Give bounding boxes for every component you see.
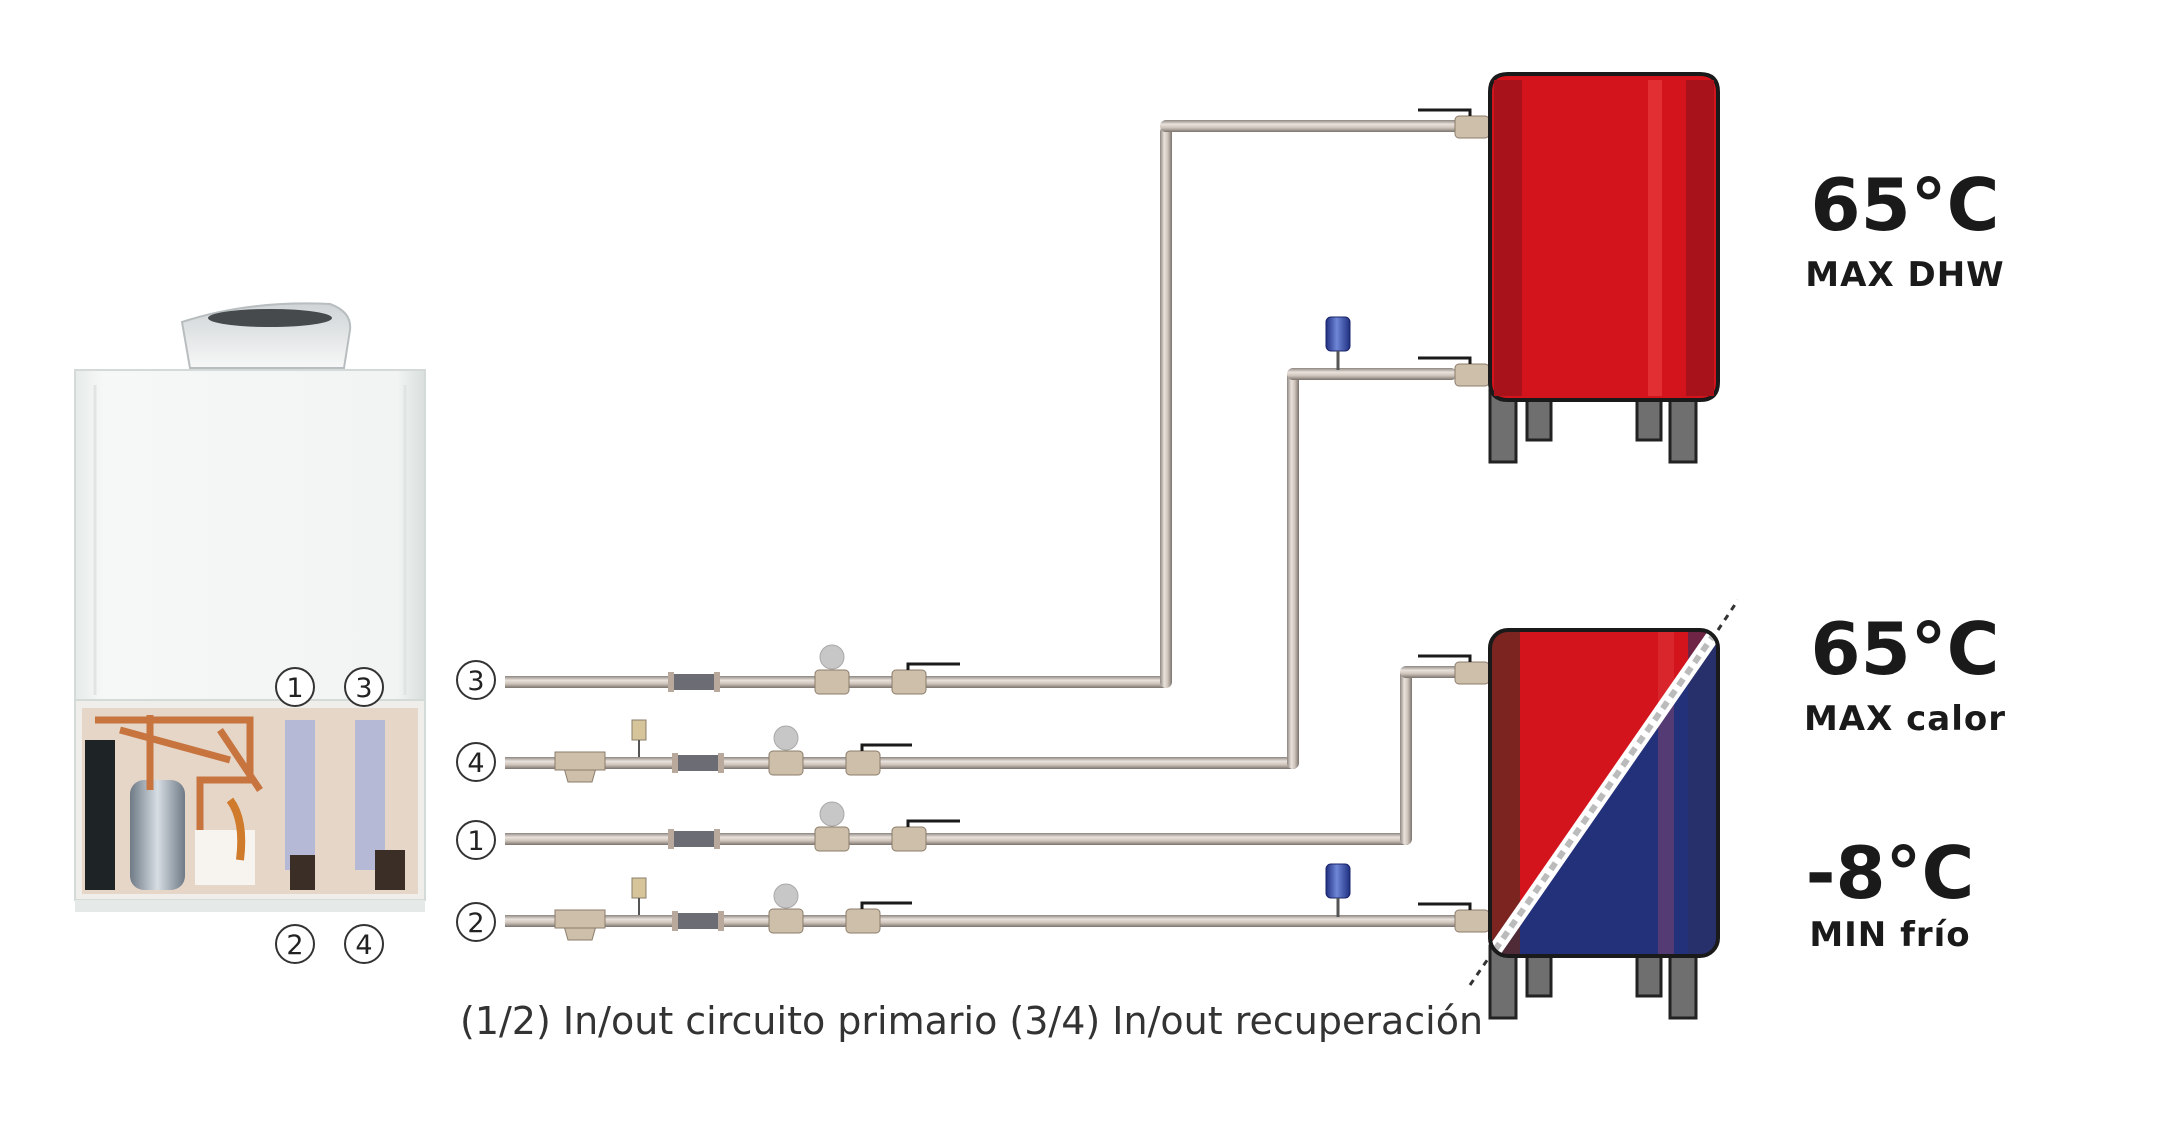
air-vent-icon	[631, 877, 647, 899]
flexible-connector	[676, 913, 720, 929]
buffer-max-label: MAX calor	[1804, 699, 2006, 739]
ball-valve-body	[845, 908, 881, 934]
buffer-tank-valve-top	[1418, 654, 1490, 685]
line-4-fittings	[554, 719, 912, 783]
unit-port-1-label: 1	[286, 673, 303, 704]
pipe-line-4-horizontal	[505, 757, 1295, 769]
ball-valve-body	[891, 826, 927, 852]
flexible-connector	[676, 755, 720, 771]
unit-port-1: 1	[275, 667, 315, 707]
fitting-body	[814, 826, 850, 852]
pipe-line-3-riser	[1160, 126, 1172, 688]
pipe-label-4-text: 4	[467, 748, 484, 779]
dhw-temperature-label: 65°C MAX DHW	[1805, 163, 2004, 295]
valve-handle-icon	[906, 662, 960, 670]
pipe-label-1: 1	[456, 820, 496, 860]
hot-tank-valve-bottom	[1418, 356, 1490, 387]
unit-port-3: 3	[344, 667, 384, 707]
buffer-min-label: MIN frío	[1809, 915, 1970, 955]
dhw-hot-tank	[1488, 72, 1720, 464]
pipe-label-3: 3	[456, 660, 496, 700]
diagram-caption: (1/2) In/out circuito primario (3/4) In/…	[460, 999, 1483, 1043]
tank-inlet-valves	[1418, 108, 1490, 933]
buffer-hot-temperature-label: 65°C MAX calor	[1804, 607, 2006, 739]
line-1-fittings	[668, 801, 960, 852]
pressure-gauge-icon	[819, 644, 845, 670]
tank-leg	[1488, 944, 1518, 1020]
unit-port-2-label: 2	[286, 930, 303, 961]
pipe-label-3-text: 3	[467, 666, 484, 697]
valve-handle-icon	[906, 819, 960, 827]
pipe-line-labels: 3 4 1 2	[456, 660, 496, 942]
valve-handle-icon	[1418, 654, 1472, 662]
heat-pump-unit	[74, 302, 426, 912]
unit-port-2: 2	[275, 924, 315, 964]
pipe-label-2-text: 2	[467, 908, 484, 939]
pipe-line-2-horizontal	[505, 915, 1460, 927]
line-3-fittings	[668, 644, 960, 695]
fitting-body	[768, 908, 804, 934]
unit-port-labels: 1 3 2 4	[275, 667, 384, 964]
buffer-max-temperature: 65°C	[1810, 607, 1999, 691]
pipe-line-4-riser	[1287, 370, 1299, 769]
pipe-line-4-top	[1287, 368, 1457, 380]
pipe-line-1-riser	[1400, 668, 1412, 845]
pressure-gauge-icon	[819, 801, 845, 827]
flexible-connector	[672, 831, 716, 847]
fitting-body	[768, 750, 804, 776]
line-2-fittings	[554, 877, 912, 941]
ball-valve-body	[845, 750, 881, 776]
tank-body	[1488, 72, 1720, 402]
flexible-connector	[672, 674, 716, 690]
unit-port-4-label: 4	[355, 930, 372, 961]
unit-port-4: 4	[344, 924, 384, 964]
valve-handle-icon	[1418, 902, 1472, 910]
fitting-body	[814, 669, 850, 695]
buffer-tank-valve-bottom	[1418, 902, 1490, 933]
air-vent-icon	[631, 719, 647, 741]
dhw-max-label: MAX DHW	[1805, 255, 2004, 295]
pressure-gauge-icon	[773, 883, 799, 909]
ball-valve-body	[891, 669, 927, 695]
expansion-vessel-top	[1325, 316, 1351, 370]
valve-handle-icon	[1418, 108, 1472, 116]
expansion-vessel-bottom	[1325, 863, 1351, 917]
hot-tank-valve-top	[1418, 108, 1490, 139]
unit-cabinet-upper	[74, 369, 426, 701]
buffer-tank	[1468, 599, 1740, 1020]
pipe-line-3-top	[1160, 120, 1460, 132]
buffer-min-temperature: -8°C	[1806, 831, 1975, 915]
pipe-network	[505, 120, 1460, 927]
valve-handle-icon	[1418, 356, 1472, 364]
pipe-line-1-horizontal	[505, 833, 1408, 845]
dhw-max-temperature: 65°C	[1810, 163, 1999, 247]
pipe-label-2: 2	[456, 902, 496, 942]
pipe-label-4: 4	[456, 742, 496, 782]
unit-port-3-label: 3	[355, 673, 372, 704]
pipe-line-1-top	[1400, 666, 1460, 678]
buffer-cold-temperature-label: -8°C MIN frío	[1806, 831, 1975, 955]
pipe-label-1-text: 1	[467, 826, 484, 857]
valve-handle-icon	[860, 901, 912, 909]
pressure-gauge-icon	[773, 725, 799, 751]
valve-handle-icon	[860, 743, 912, 751]
